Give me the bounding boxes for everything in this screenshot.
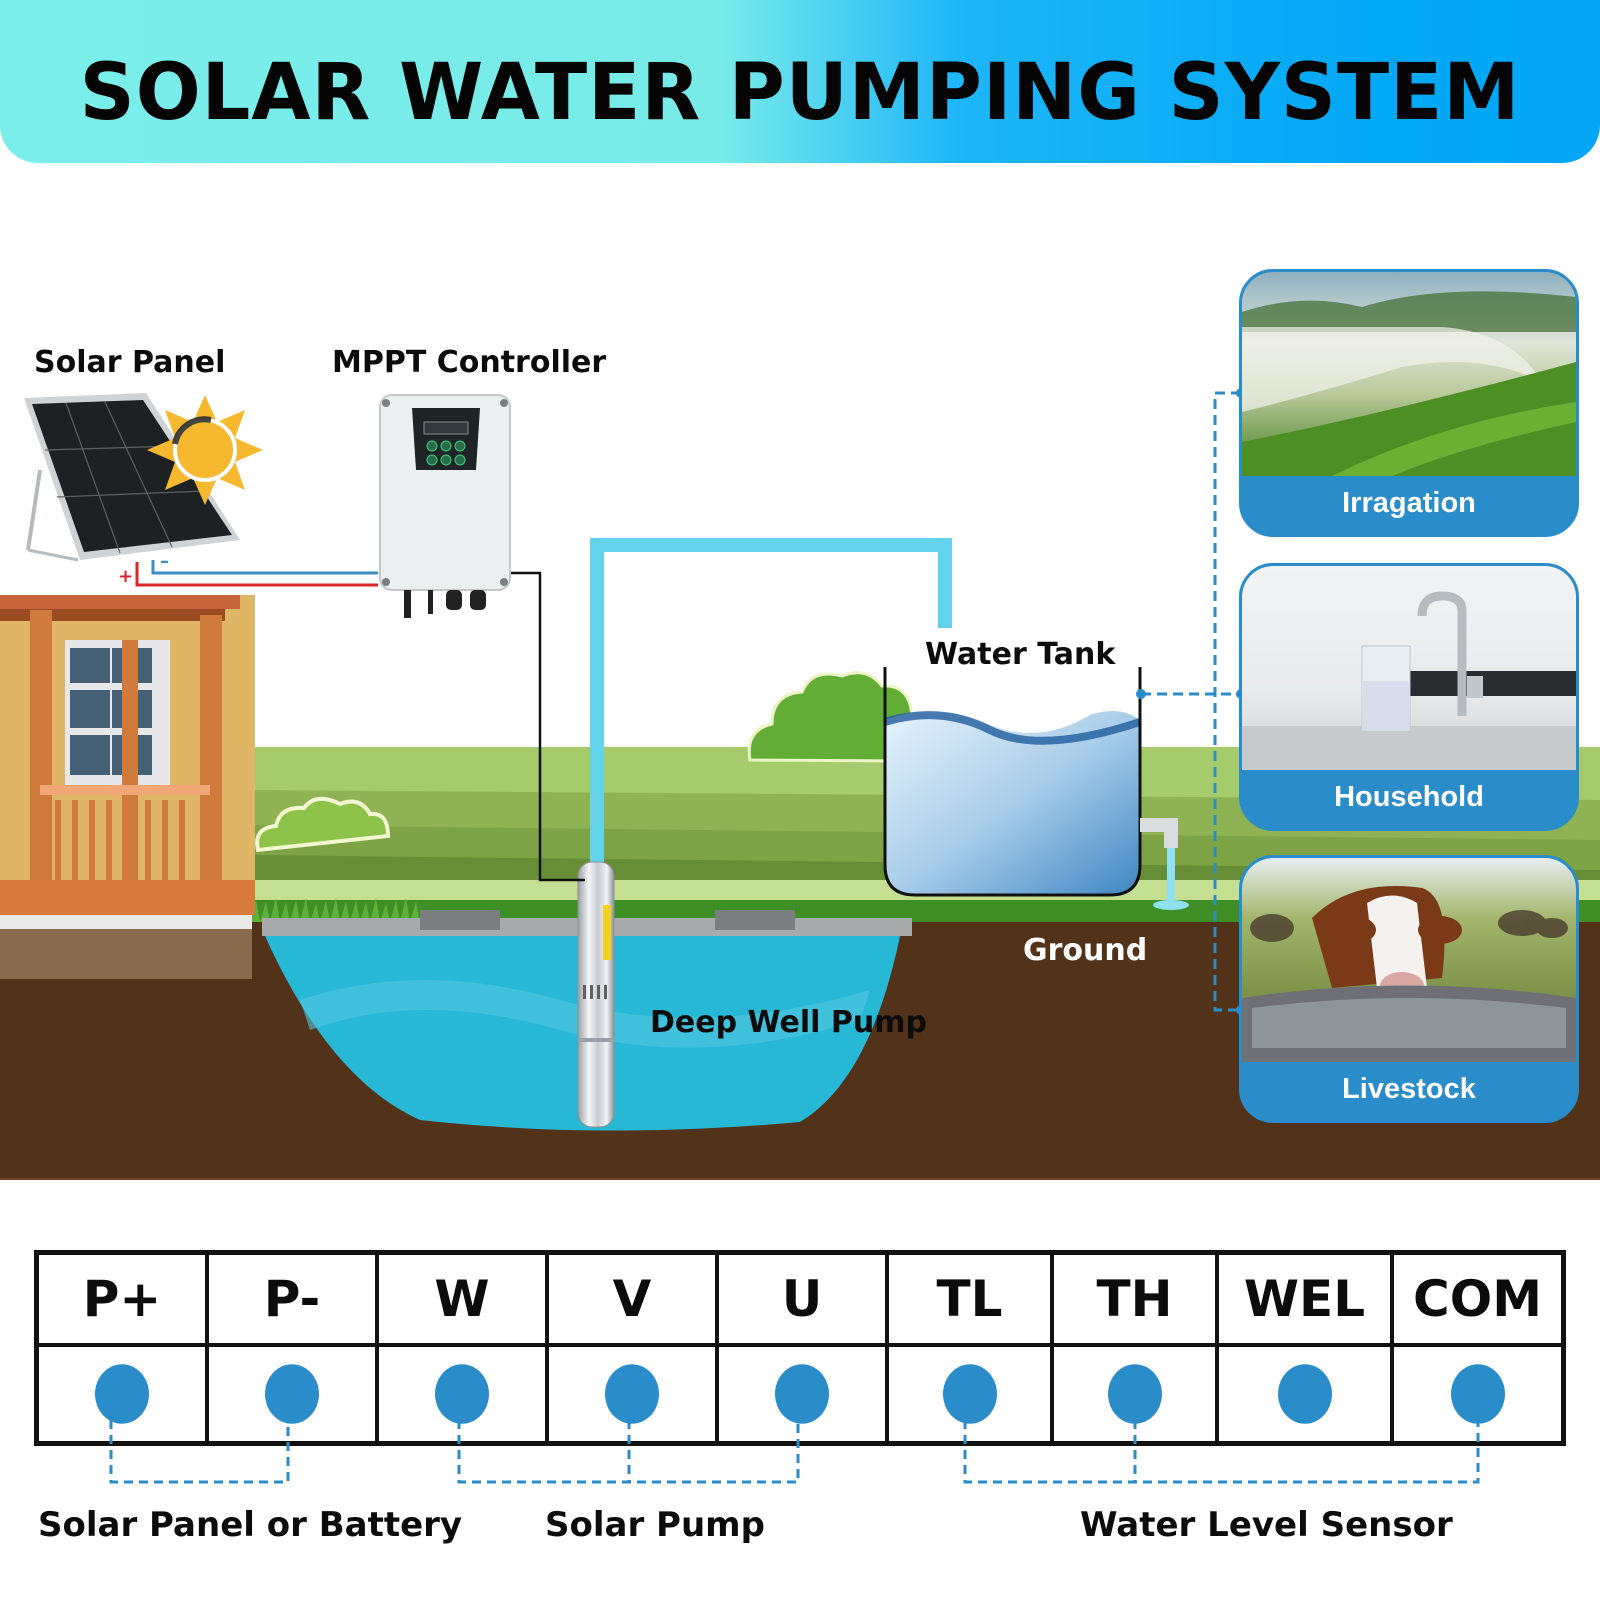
terminal-cell (719, 1347, 889, 1441)
mppt-controller-label: MPPT Controller (332, 345, 607, 380)
terminal-cell (889, 1347, 1054, 1441)
deep-well-pump-label: Deep Well Pump (650, 1005, 927, 1040)
faucet-photo-icon (1242, 566, 1576, 770)
terminal-header: TL (889, 1255, 1054, 1347)
terminal-dot-icon (942, 1364, 997, 1424)
terminal-cell (209, 1347, 379, 1441)
usecase-label: Household (1334, 781, 1484, 813)
terminal-group-brackets (109, 1390, 1480, 1484)
terminal-header: W (379, 1255, 549, 1347)
mppt-controller-illustration (379, 394, 511, 618)
terminal-header: U (719, 1255, 889, 1347)
usecase-card-irrigation: Irragation (1239, 269, 1579, 537)
terminal-cell (39, 1347, 209, 1441)
water-pipe (590, 538, 952, 875)
title-banner: SOLAR WATER PUMPING SYSTEM (0, 0, 1600, 163)
house-illustration (0, 595, 255, 979)
bush-right (747, 671, 914, 763)
wire-negative-sign: – (160, 551, 169, 572)
water-tank-label: Water Tank (925, 637, 1116, 672)
wire-positive-sign: + (118, 566, 133, 587)
solar-panel-illustration (24, 393, 240, 562)
irrigation-photo-icon (1242, 272, 1576, 476)
water-tank-illustration (883, 667, 1142, 897)
terminal-dot-icon (265, 1364, 319, 1424)
usecase-label: Livestock (1342, 1073, 1476, 1105)
usecase-card-household: Household (1239, 563, 1579, 831)
usecase-card-livestock: Livestock (1239, 855, 1579, 1123)
terminal-dot-icon (95, 1364, 149, 1424)
pump-cable (510, 571, 585, 882)
terminal-header: V (549, 1255, 719, 1347)
wire-negative (151, 560, 378, 575)
group-label-water-level-sensor: Water Level Sensor (1080, 1505, 1453, 1545)
cow-photo-icon (1242, 858, 1576, 1062)
group-label-solar-panel-or-battery: Solar Panel or Battery (38, 1505, 463, 1545)
terminal-header: TH (1054, 1255, 1219, 1347)
group-label-solar-pump: Solar Pump (545, 1505, 765, 1545)
bracket-water-level-sensor (963, 1390, 1480, 1484)
bracket-solar-pump (457, 1390, 800, 1484)
sun-icon (147, 395, 263, 505)
bracket-solar-panel-or-battery (109, 1390, 290, 1484)
terminal-header: COM (1394, 1255, 1561, 1347)
bush-left (255, 796, 391, 853)
solar-panel-label: Solar Panel (34, 345, 226, 380)
terminal-header: WEL (1219, 1255, 1394, 1347)
usecase-label: Irragation (1342, 487, 1476, 519)
terminal-cell (1219, 1347, 1394, 1441)
terminal-dot-icon (605, 1364, 659, 1424)
terminal-dot-icon (775, 1364, 829, 1424)
terminal-cell (549, 1347, 719, 1441)
usecase-connectors (1141, 391, 1241, 1012)
terminal-dot-icon (435, 1364, 489, 1424)
wire-positive (135, 562, 378, 587)
deep-well-pump (577, 861, 615, 1128)
terminal-table: P+ P- W V U TL TH WEL COM (34, 1250, 1566, 1446)
ground-label: Ground (1023, 933, 1148, 968)
terminal-dot-icon (1277, 1364, 1332, 1424)
terminal-header: P- (209, 1255, 379, 1347)
connector-dot (1136, 689, 1146, 699)
terminal-cell (379, 1347, 549, 1441)
page-title: SOLAR WATER PUMPING SYSTEM (79, 48, 1521, 138)
terminal-header: P+ (39, 1255, 209, 1347)
outlet-faucet (1140, 818, 1189, 910)
